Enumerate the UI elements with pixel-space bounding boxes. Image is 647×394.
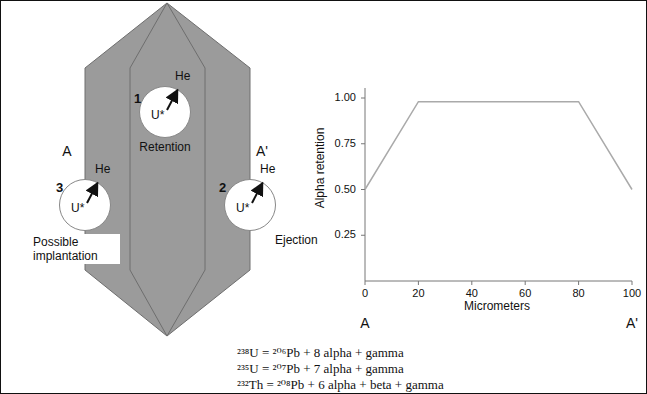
uranium-symbol: U* — [151, 108, 164, 122]
section-label: A — [360, 315, 369, 331]
section-label: A' — [256, 143, 268, 159]
uranium-symbol: U* — [71, 201, 84, 215]
circle-outline — [139, 86, 191, 138]
alpha-arrow — [87, 184, 97, 203]
helium-label: He — [95, 162, 110, 176]
tick-label: 80 — [572, 287, 584, 300]
axis-title: Alpha retention — [313, 128, 327, 209]
tick-label: 20 — [412, 287, 424, 300]
chart-axes — [365, 88, 632, 281]
callout-number: 1 — [134, 91, 141, 106]
retention-curve — [365, 102, 632, 190]
tick-label: 60 — [519, 287, 531, 300]
uranium-symbol: U* — [236, 201, 249, 215]
crystal — [85, 3, 250, 336]
tick-label: 40 — [466, 287, 478, 300]
process-label: Ejection — [275, 233, 318, 247]
tick-label: 0.50 — [335, 183, 356, 196]
section-label: A' — [626, 315, 638, 331]
section-label: A — [62, 143, 71, 159]
tick-marks — [361, 98, 632, 285]
tick-label: 0 — [362, 287, 368, 300]
callout-number: 2 — [219, 180, 226, 195]
axis-title: Micrometers — [464, 299, 530, 313]
decay-equation: ²³²Th = ²⁰⁸Pb + 6 alpha + beta + gamma — [237, 377, 444, 392]
process-label: Possible implantation — [30, 234, 120, 264]
tick-label: 0.25 — [335, 228, 356, 241]
callout-number: 3 — [56, 180, 63, 195]
decay-circle: U*He — [139, 86, 191, 138]
circle-outline — [59, 179, 111, 231]
tick-label: 100 — [623, 287, 641, 300]
decay-equation: ²³⁵U = ²⁰⁷Pb + 7 alpha + gamma — [237, 361, 404, 376]
alpha-arrow — [252, 184, 262, 203]
helium-label: He — [175, 69, 190, 83]
decay-circle: U*He — [59, 179, 111, 231]
alpha-arrow — [167, 91, 177, 110]
process-label: Retention — [139, 140, 190, 154]
helium-label: He — [260, 162, 275, 176]
tick-label: 0.75 — [335, 137, 356, 150]
decay-equation: ²³⁸U = ²⁰⁶Pb + 8 alpha + gamma — [237, 345, 404, 360]
circle-outline — [224, 179, 276, 231]
tick-label: 1.00 — [335, 91, 356, 104]
decay-circle: U*He — [224, 179, 276, 231]
